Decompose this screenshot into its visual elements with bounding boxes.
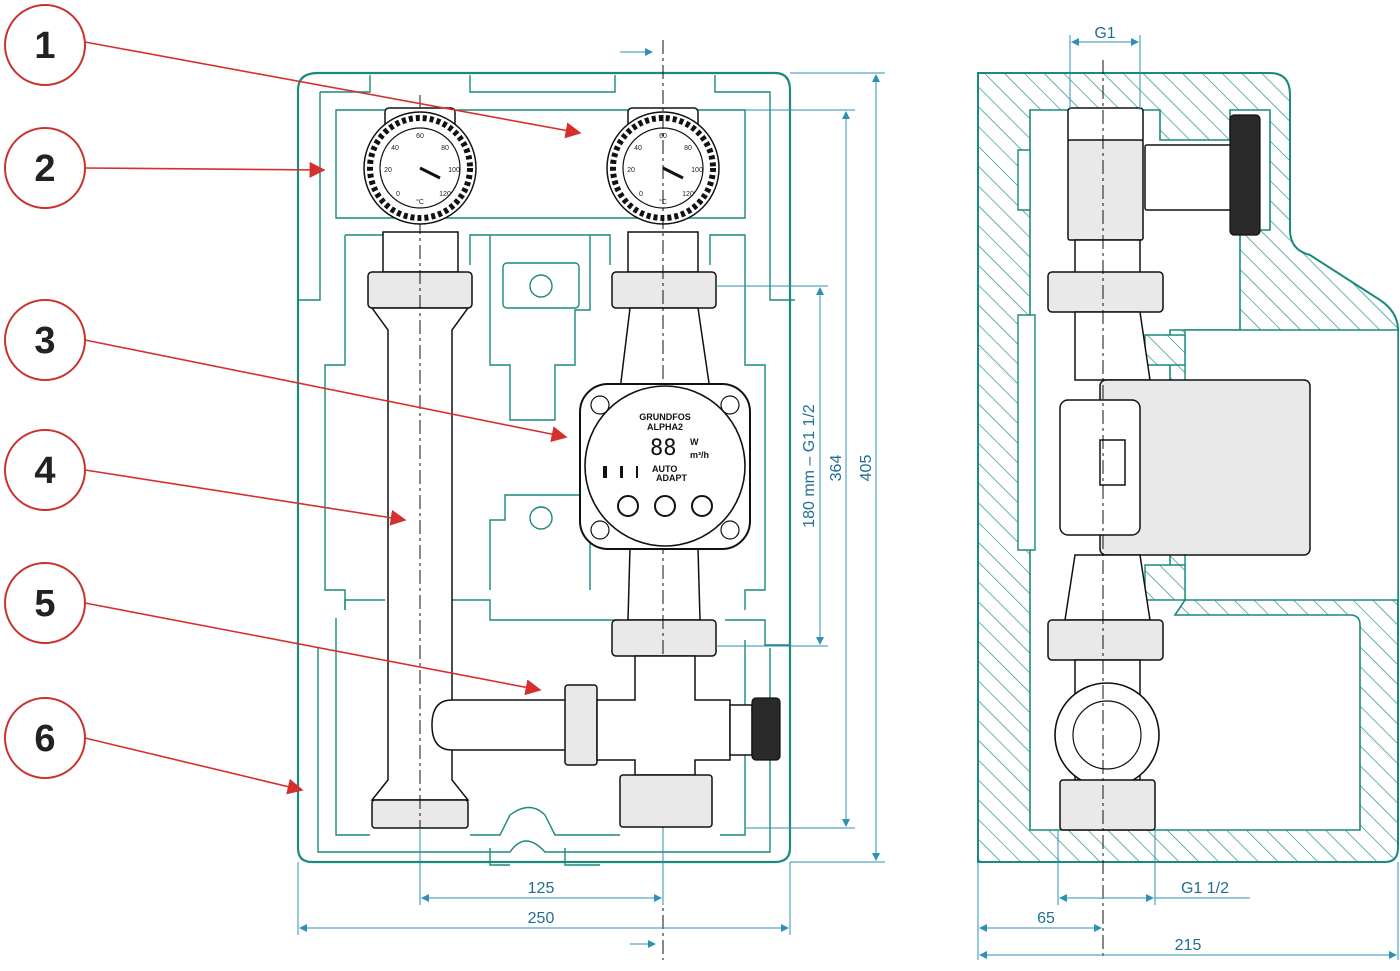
pump-model: ALPHA2 <box>647 422 683 432</box>
callout-3-label: 3 <box>34 320 55 362</box>
dim-125-label: 125 <box>528 880 555 897</box>
dim-g1-top-label: G1 <box>1094 25 1115 42</box>
pump-mode-button[interactable] <box>654 495 676 517</box>
pump-unit-flow: m³/h <box>690 450 709 460</box>
dim-65-label: 65 <box>1037 910 1055 927</box>
pump-night-button[interactable] <box>691 495 713 517</box>
pump-mode-auto: AUTO <box>652 464 677 474</box>
pump-display-value: 88 <box>650 436 677 461</box>
dim-405-label: 405 <box>858 455 875 482</box>
dim-250-label: 250 <box>528 910 555 927</box>
thermo-right-tick-20: 20 <box>627 167 635 174</box>
dim-364-label: 364 <box>828 455 845 482</box>
pump-unit-watts: W <box>690 437 699 447</box>
callout-6-label: 6 <box>34 718 55 760</box>
callout-2: 2 <box>4 127 326 209</box>
dim-250: 250 <box>297 862 791 935</box>
thermo-right-tick-60: 60 <box>659 133 667 140</box>
pump-speed-bar-2 <box>620 466 623 478</box>
return-pipe <box>367 95 473 900</box>
pump-mode-adapt: ADAPT <box>656 473 688 483</box>
thermo-right-tick-40: 40 <box>634 145 642 152</box>
callout-4: 4 <box>4 429 407 526</box>
callout-6: 6 <box>4 697 304 795</box>
dim-g1-half-bottom: G1 1/2 <box>1057 830 1250 905</box>
dim-g1-half-label: G1 1/2 <box>1181 880 1229 897</box>
thermo-right-tick-0: 0 <box>639 191 643 198</box>
front-insulation-shell <box>296 71 795 866</box>
dim-405: 405 <box>790 72 885 863</box>
thermo-left-tick-20: 20 <box>384 167 392 174</box>
thermo-left-tick-80: 80 <box>441 145 449 152</box>
dim-g1-top: G1 <box>1069 25 1141 110</box>
thermo-left-tick-60: 60 <box>416 133 424 140</box>
callout-5-label: 5 <box>34 583 55 625</box>
thermo-left-tick-40: 40 <box>391 145 399 152</box>
dim-364: 364 <box>745 109 855 829</box>
pump-speed-bar-3 <box>603 466 607 478</box>
dim-215: 215 <box>977 862 1399 960</box>
callout-5: 5 <box>4 562 542 696</box>
circulation-pump: GRUNDFOS ALPHA2 88 W m³/h AUTO ADAPT <box>579 383 751 550</box>
callout-1-label: 1 <box>34 25 55 67</box>
side-view-pipework <box>1047 60 1311 960</box>
thermo-right-tick-100: 100 <box>691 167 703 174</box>
thermo-left-tick-100: 100 <box>448 167 460 174</box>
thermo-left-tick-120: 120 <box>439 191 451 198</box>
dim-pump-length-label: 180 mm – G1 1/2 <box>801 404 818 528</box>
pump-power-button[interactable] <box>617 495 639 517</box>
callout-3: 3 <box>4 299 568 442</box>
dim-215-label: 215 <box>1175 937 1202 954</box>
thermo-left-unit: °C <box>416 198 424 206</box>
flow-direction-arrow-icon <box>1099 439 1126 486</box>
pump-speed-bar-1 <box>636 466 638 478</box>
callout-1: 1 <box>4 4 582 139</box>
callout-4-label: 4 <box>34 450 55 492</box>
dim-125: 125 <box>419 828 664 905</box>
left-thermometer: 60 40 80 20 100 0 120 °C <box>363 107 477 225</box>
dim-pump-length: 180 mm – G1 1/2 <box>716 285 828 647</box>
callout-2-label: 2 <box>34 148 55 190</box>
thermo-right-tick-80: 80 <box>684 145 692 152</box>
dim-65: 65 <box>977 862 1102 935</box>
thermo-right-tick-120: 120 <box>682 191 694 198</box>
pump-brand: GRUNDFOS <box>639 412 691 422</box>
mixing-valve <box>431 655 781 828</box>
thermo-left-tick-0: 0 <box>396 191 400 198</box>
